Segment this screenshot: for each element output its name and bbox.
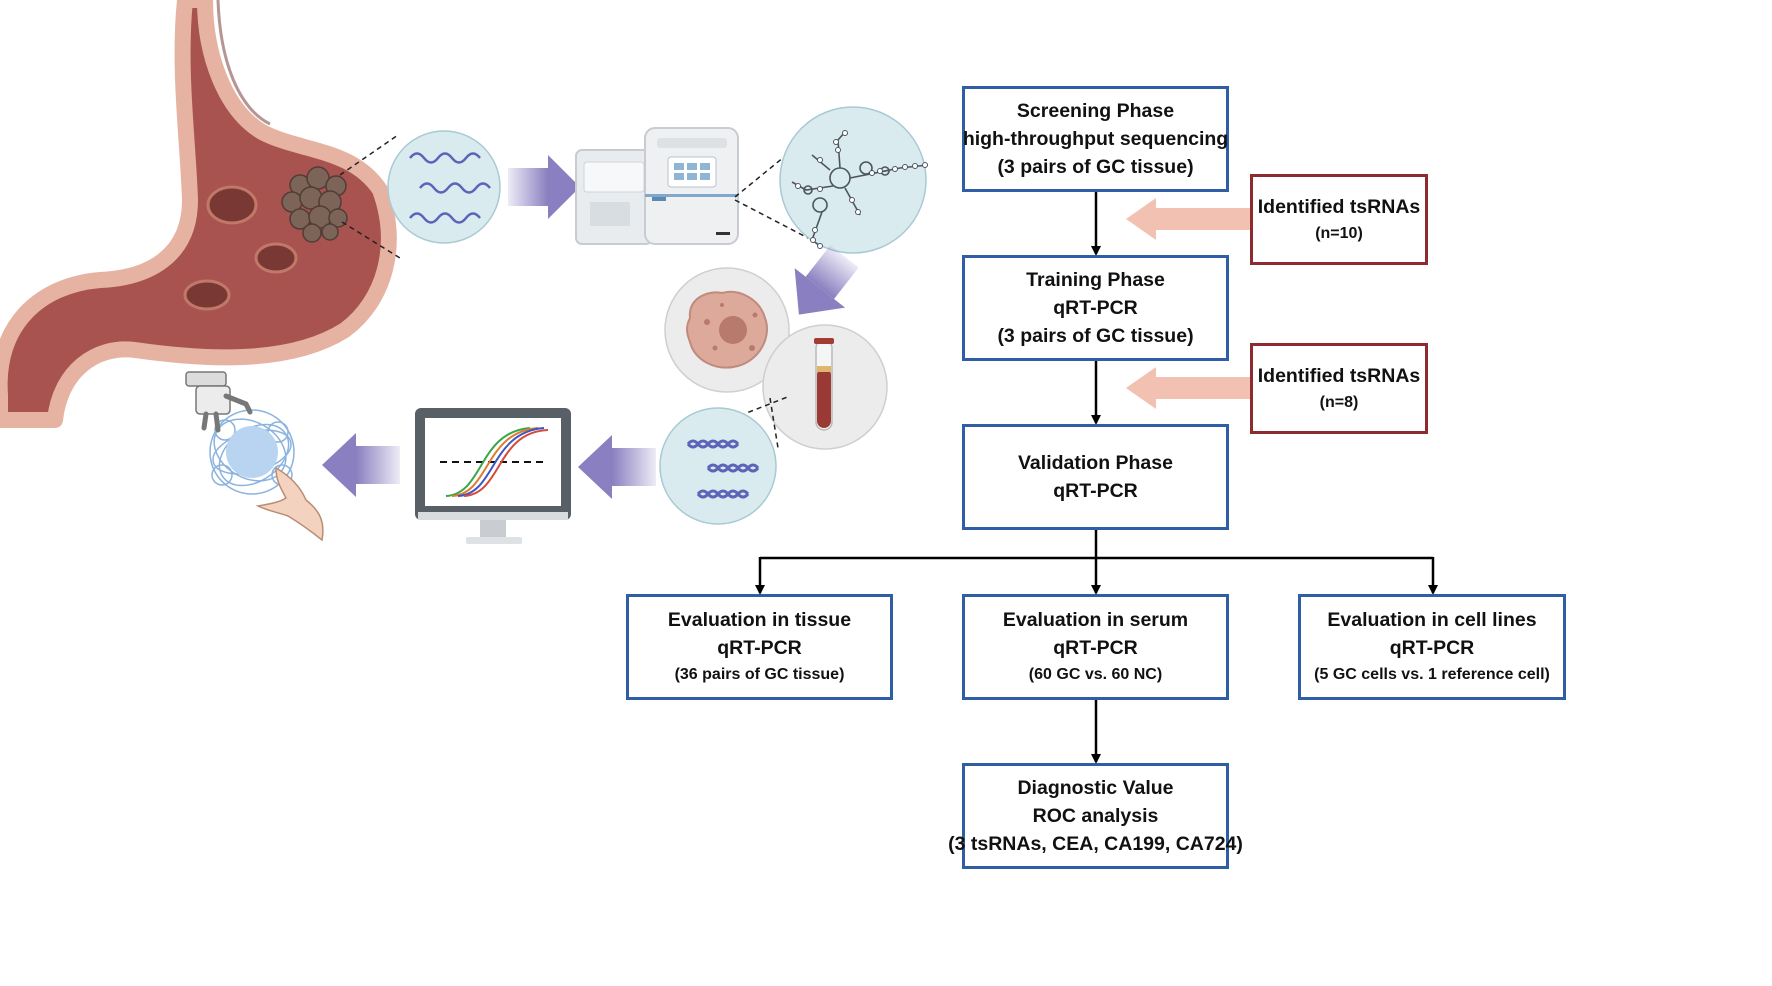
evaluation-tissue-method: qRT-PCR [717,637,802,659]
human-hand-icon [255,466,324,542]
evaluation-cells-title: Evaluation in cell lines [1327,609,1537,631]
diagnostic-value-markers: (3 tsRNAs, CEA, CA199, CA724) [948,833,1243,855]
evaluation-serum-box: Evaluation in serum qRT-PCR (60 GC vs. 6… [962,594,1229,700]
identified-tsrnas-count-2: (n=8) [1319,393,1359,411]
evaluation-cells-method: qRT-PCR [1389,637,1475,659]
diagnostic-value-title: Diagnostic Value [1017,777,1174,799]
evaluation-tissue-box: Evaluation in tissue qRT-PCR (36 pairs o… [626,594,893,700]
rna-strands-icon [387,130,501,244]
identified-tsrnas-count-1: (n=10) [1315,224,1363,242]
identified-tsrnas-title-2: Identified tsRNAs [1257,364,1421,387]
screening-phase-method: high-throughput sequencing [962,128,1229,150]
training-phase-method: qRT-PCR [1053,297,1138,319]
evaluation-cells-box: Evaluation in cell lines qRT-PCR (5 GC c… [1298,594,1566,700]
robot-hand-icon [185,371,253,433]
qpcr-monitor-icon [415,408,571,544]
validation-phase-title: Validation Phase [1018,452,1173,474]
process-arrow-down [794,245,859,315]
training-phase-title: Training Phase [1026,269,1165,291]
diagnostic-value-box: Diagnostic Value ROC analysis (3 tsRNAs,… [948,763,1243,869]
training-phase-sample: (3 pairs of GC tissue) [997,325,1194,347]
dna-icon [659,407,777,525]
process-arrow-right [508,155,580,219]
evaluation-serum-method: qRT-PCR [1053,637,1138,659]
cancer-cell-icon [664,267,790,393]
diagnostic-value-method: ROC analysis [1032,805,1159,827]
sequencer-icon [575,127,739,245]
identified-tsrnas-box-2: Identified tsRNAs (n=8) [1250,343,1428,434]
evaluation-tissue-title: Evaluation in tissue [667,609,852,631]
evaluation-serum-sample: (60 GC vs. 60 NC) [1028,666,1163,683]
screening-phase-title: Screening Phase [1016,100,1175,122]
stomach-icon [0,0,401,428]
screening-phase-box: Screening Phase high-throughput sequenci… [962,86,1229,192]
validation-phase-box: Validation Phase qRT-PCR [962,424,1229,530]
identified-tsrnas-box-1: Identified tsRNAs (n=10) [1250,174,1428,265]
training-phase-box: Training Phase qRT-PCR (3 pairs of GC ti… [962,255,1229,361]
evaluation-cells-sample: (5 GC cells vs. 1 reference cell) [1314,666,1550,683]
process-arrow-left [578,435,656,499]
evaluation-serum-title: Evaluation in serum [1002,609,1189,631]
validation-phase-method: qRT-PCR [1053,480,1138,502]
process-arrow-left [322,433,400,497]
evaluation-tissue-sample: (36 pairs of GC tissue) [674,666,845,683]
identified-tsrnas-title-1: Identified tsRNAs [1257,195,1421,218]
blood-tube-icon [762,324,888,450]
nanoparticle-icon [209,409,295,495]
tsrna-structure-icon [779,106,929,254]
screening-phase-sample: (3 pairs of GC tissue) [997,156,1194,178]
